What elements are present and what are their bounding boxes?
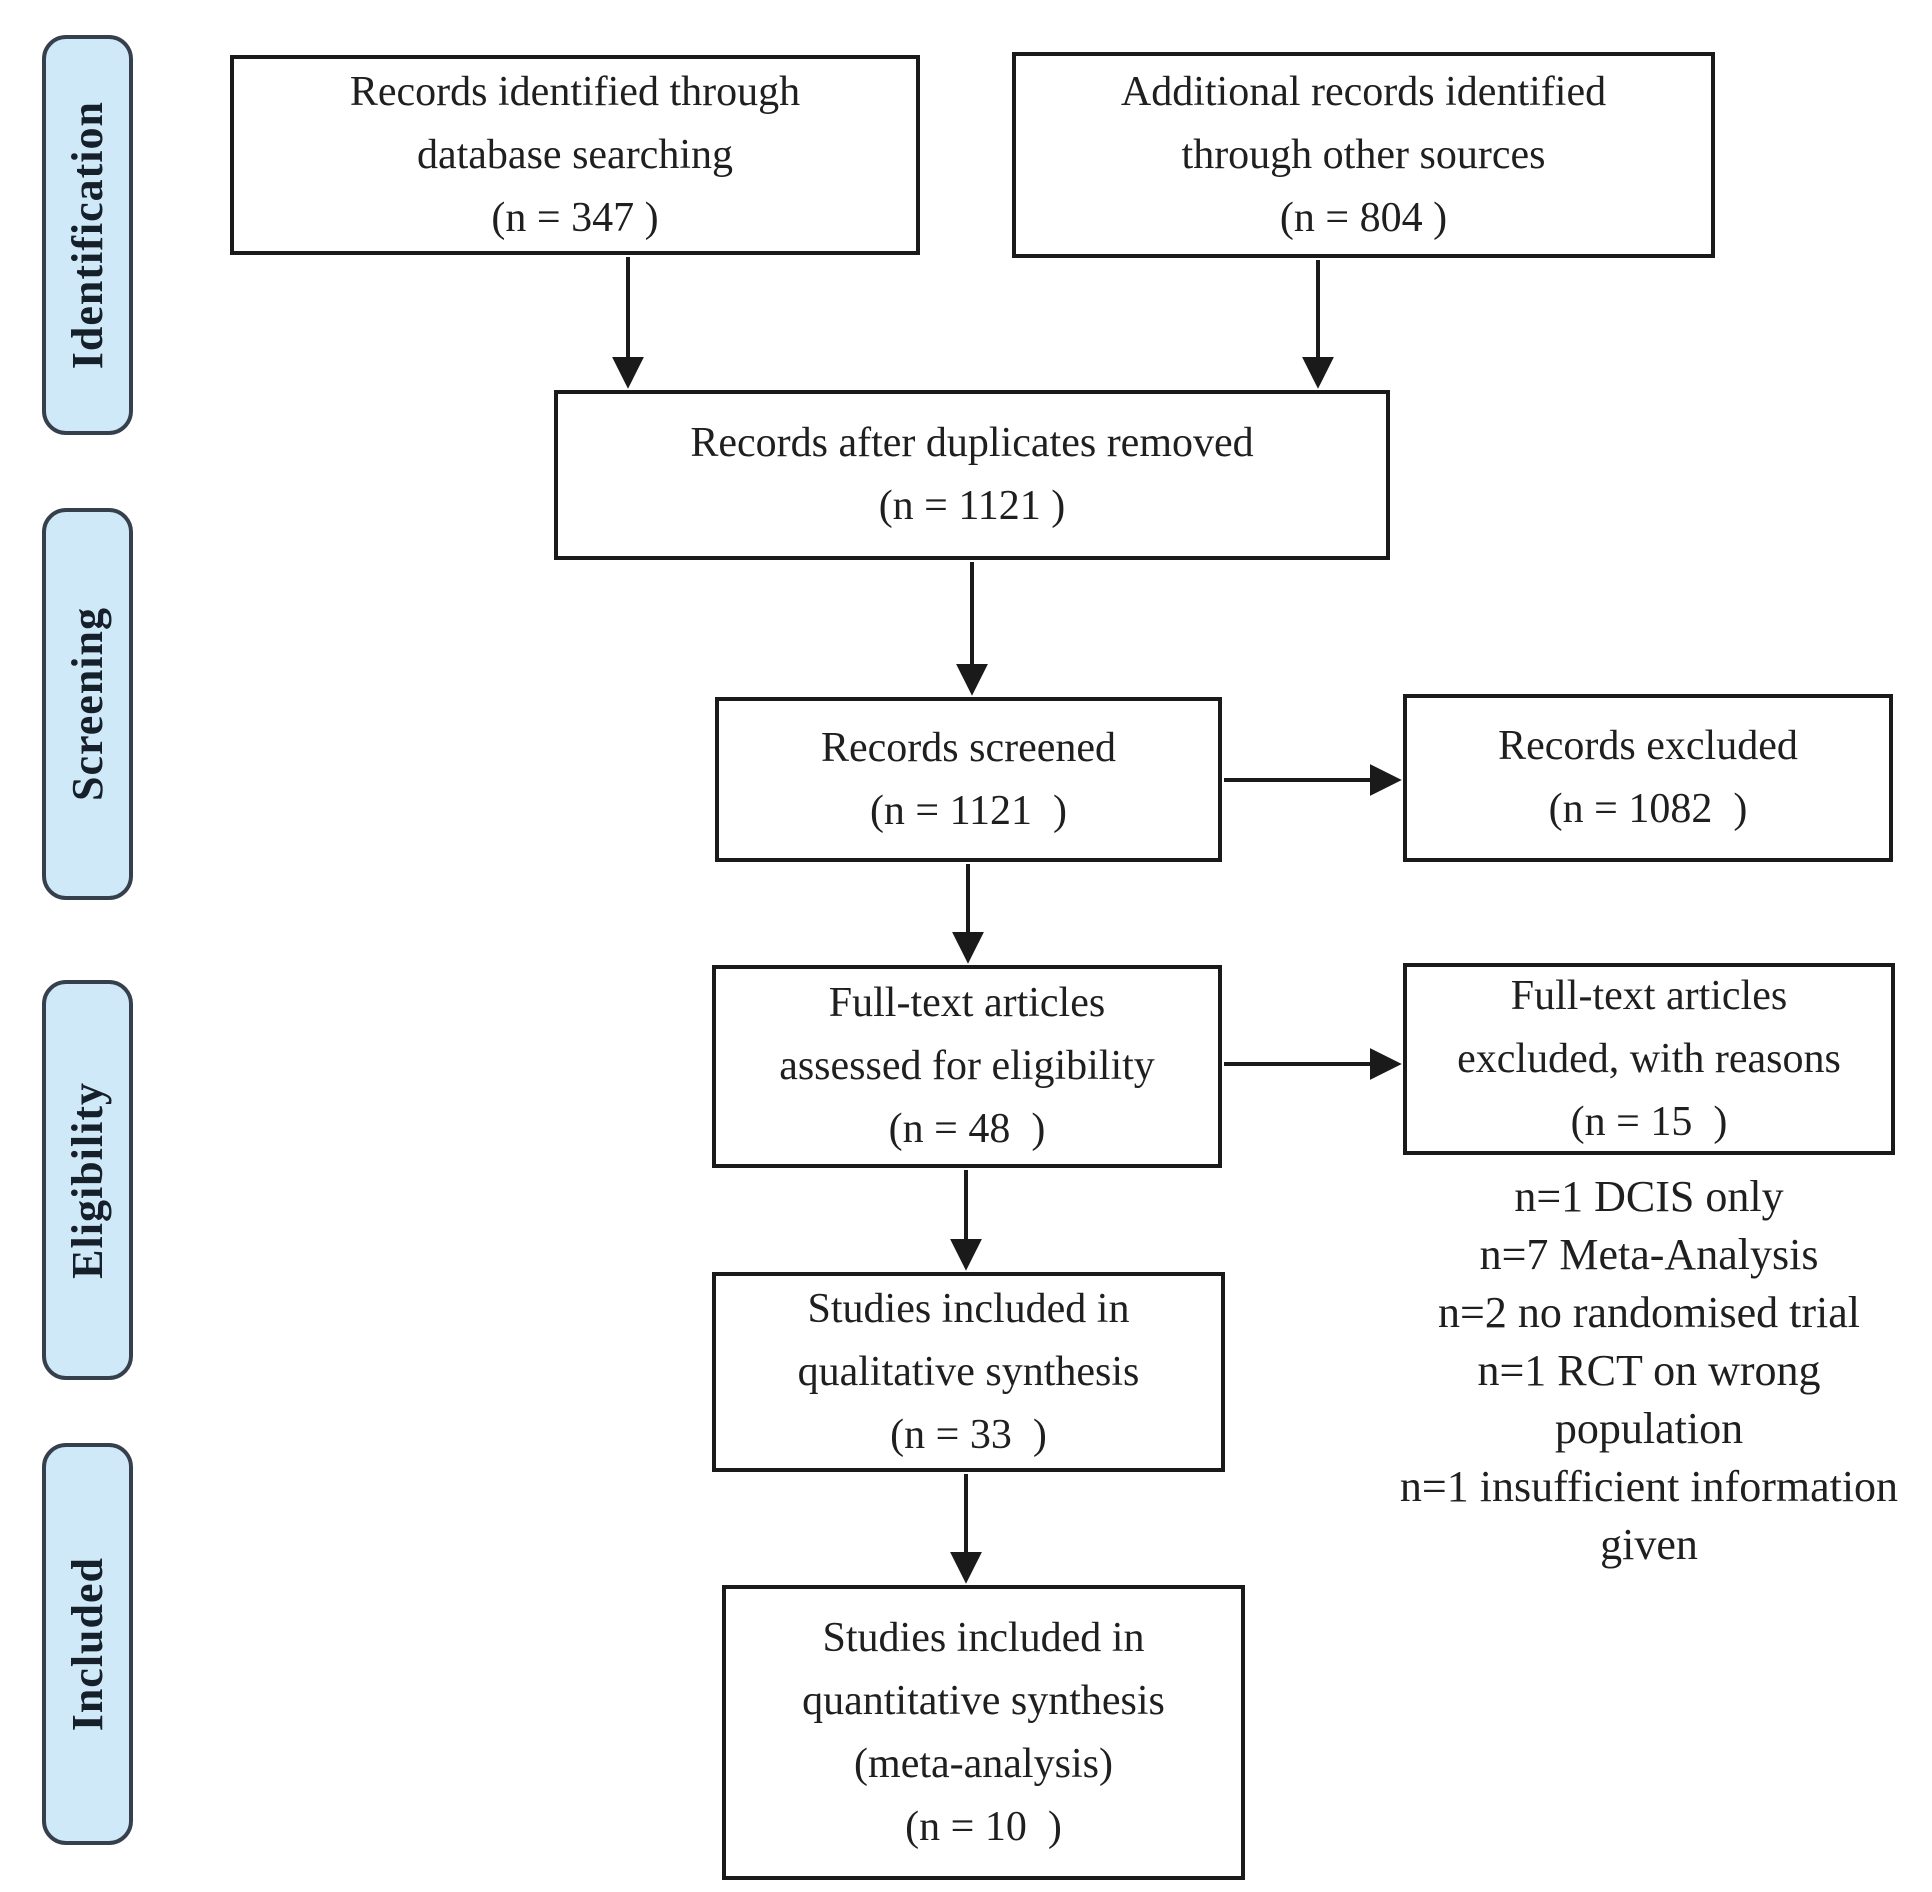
box-records-identified-database: Records identified through database sear…: [230, 55, 920, 255]
stage-label-text: Included: [63, 1556, 112, 1732]
box-text-line: Full-text articles: [828, 980, 1106, 1026]
box-text-line: quantitative synthesis: [802, 1677, 1165, 1724]
box-fulltext-excluded-with-reasons: Full-text articles excluded, with reason…: [1403, 963, 1895, 1155]
exclusion-reasons-list: n=1 DCIS only n=7 Meta-Analysis n=2 no r…: [1395, 1168, 1903, 1575]
box-count-line: (n = 10 ): [905, 1803, 1062, 1850]
box-quantitative-synthesis: Studies included in quantitative synthes…: [722, 1585, 1245, 1880]
stage-label-screening: Screening: [42, 508, 133, 900]
box-text-line: Studies included in: [822, 1614, 1145, 1661]
box-count-line: (n = 1121 ): [878, 483, 1066, 529]
stage-label-text: Eligibility: [63, 1081, 112, 1279]
exclusion-reason: n=2 no randomised trial: [1438, 1288, 1860, 1338]
box-count-line: (n = 15 ): [1570, 1098, 1728, 1145]
box-text-line: Records excluded: [1498, 723, 1798, 769]
box-text-line: assessed for eligibility: [779, 1043, 1155, 1089]
box-text-line: database searching: [416, 131, 733, 178]
box-text-line: Studies included in: [807, 1285, 1130, 1332]
stage-label-identification: Identification: [42, 35, 133, 435]
box-additional-records-other-sources: Additional records identified through ot…: [1012, 52, 1715, 258]
box-fulltext-assessed: Full-text articles assessed for eligibil…: [712, 965, 1222, 1168]
exclusion-reason: n=7 Meta-Analysis: [1479, 1230, 1819, 1280]
box-count-line: (n = 804 ): [1279, 194, 1448, 241]
box-count-line: (n = 1121 ): [869, 787, 1068, 834]
box-text-line: Records screened: [820, 724, 1117, 771]
box-count-line: (n = 1082 ): [1548, 786, 1748, 832]
stage-label-eligibility: Eligibility: [42, 980, 133, 1380]
box-text-line: through other sources: [1181, 131, 1546, 178]
exclusion-reason: n=1 insufficient information given: [1399, 1462, 1899, 1570]
box-records-excluded: Records excluded (n = 1082 ): [1403, 694, 1893, 862]
box-text-line: excluded, with reasons: [1457, 1035, 1841, 1082]
box-records-after-duplicates-removed: Records after duplicates removed (n = 11…: [554, 390, 1390, 560]
box-text-line: qualitative synthesis: [797, 1348, 1140, 1395]
exclusion-reason: n=1 RCT on wrong population: [1477, 1346, 1821, 1454]
exclusion-reason: n=1 DCIS only: [1514, 1172, 1784, 1221]
box-text-line: (meta-analysis): [854, 1740, 1113, 1787]
box-qualitative-synthesis: Studies included in qualitative synthesi…: [712, 1272, 1225, 1472]
box-text-line: Full-text articles: [1510, 972, 1788, 1019]
box-records-screened: Records screened (n = 1121 ): [715, 697, 1222, 862]
box-text-line: Records identified through: [349, 68, 801, 115]
stage-label-included: Included: [42, 1443, 133, 1845]
box-count-line: (n = 347 ): [491, 194, 659, 241]
box-count-line: (n = 33 ): [890, 1411, 1047, 1458]
box-text-line: Records after duplicates removed: [690, 420, 1254, 466]
box-text-line: Additional records identified: [1120, 68, 1607, 115]
stage-label-text: Identification: [63, 100, 112, 370]
stage-label-text: Screening: [63, 607, 112, 801]
box-count-line: (n = 48 ): [888, 1106, 1046, 1152]
